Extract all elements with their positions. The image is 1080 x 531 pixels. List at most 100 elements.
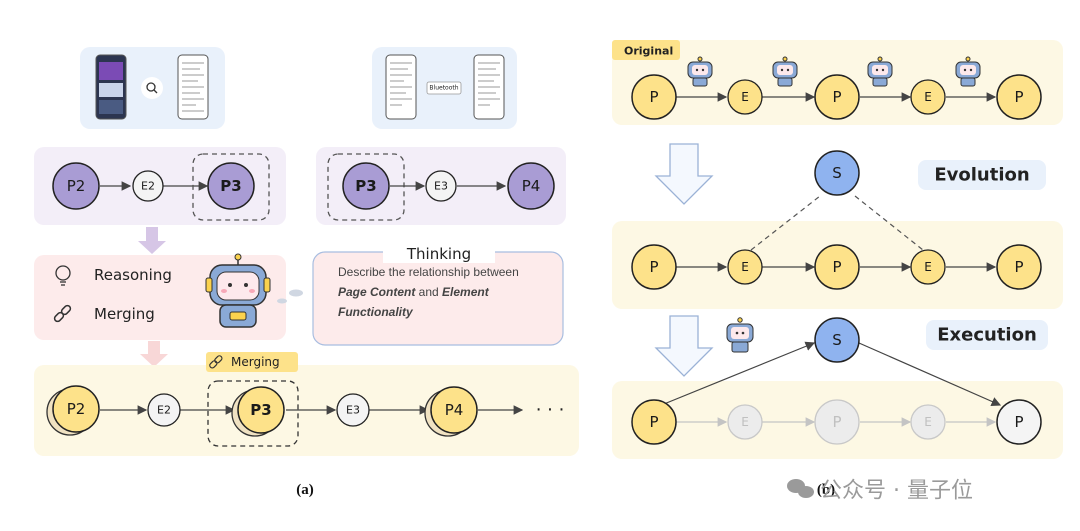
- thought-dot: [277, 298, 287, 304]
- node-p-faded: P: [814, 399, 860, 445]
- svg-text:P3: P3: [250, 401, 271, 419]
- search-box-text: Bluetooth: [429, 85, 458, 92]
- thinking-title: Thinking: [406, 245, 471, 263]
- svg-text:P: P: [649, 413, 658, 431]
- svg-text:E: E: [741, 415, 749, 429]
- reasoning-label: Reasoning: [94, 266, 172, 284]
- dashed-highlight-p3-merged: [207, 380, 299, 447]
- caption-a: (a): [296, 482, 314, 498]
- robot-icon: [726, 317, 754, 353]
- svg-text:E: E: [924, 415, 932, 429]
- thinking-line3: Functionality: [338, 305, 414, 319]
- svg-text:E: E: [741, 90, 749, 104]
- node-p3-bottom: P3: [231, 386, 285, 437]
- merging-label: Merging: [94, 305, 155, 323]
- node-p: P: [814, 74, 860, 120]
- execution-label-bg: [926, 320, 1048, 350]
- svg-text:E3: E3: [434, 180, 448, 193]
- original-tag: [612, 40, 680, 60]
- robot-icon: [955, 56, 981, 87]
- node-s: S: [814, 150, 860, 196]
- svg-text:P2: P2: [67, 400, 86, 418]
- svg-text:E3: E3: [346, 404, 360, 417]
- link-icon: [209, 355, 223, 369]
- robot-icon: [687, 56, 713, 87]
- down-arrow-pink: [140, 341, 168, 367]
- node-e2-top: E2: [132, 170, 164, 202]
- dashed-highlight-p3: [192, 153, 270, 221]
- execution-label: Execution: [937, 325, 1037, 346]
- down-arrow-purple: [138, 227, 166, 254]
- node-s: S: [814, 317, 860, 363]
- robot-icon: [205, 253, 271, 328]
- watermark-text: 公众号 · 量子位: [820, 479, 973, 504]
- svg-text:P4: P4: [445, 401, 464, 419]
- node-p: P: [996, 74, 1042, 120]
- node-p4-bottom: P4: [424, 386, 478, 437]
- dashed-highlight-p3-right: [327, 153, 405, 221]
- lightbulb-icon: [55, 265, 71, 286]
- caption-b: (b): [817, 482, 835, 498]
- thinking-line2: Page Content and Element: [338, 285, 490, 299]
- evolution-label: Evolution: [934, 165, 1029, 186]
- link-icon: [53, 304, 72, 323]
- node-p2-bottom: P2: [46, 385, 100, 436]
- node-e: E: [727, 249, 763, 285]
- node-e2-bottom: E2: [147, 393, 181, 427]
- node-p4-right: P4: [507, 162, 555, 210]
- thought-dot: [289, 289, 303, 297]
- merging-tag-label: Merging: [231, 355, 280, 369]
- search-icon: [141, 77, 163, 99]
- node-p: P: [814, 244, 860, 290]
- node-p3-right: P3: [342, 162, 390, 210]
- svg-text:P3: P3: [220, 177, 241, 195]
- down-arrow-outline: [654, 315, 714, 377]
- node-p-end: P: [996, 399, 1042, 445]
- node-p: P: [631, 399, 677, 445]
- node-e3-bottom: E3: [336, 393, 370, 427]
- node-e-faded: E: [910, 404, 946, 440]
- node-p: P: [996, 244, 1042, 290]
- node-p2-top: P2: [52, 162, 100, 210]
- node-e: E: [910, 249, 946, 285]
- svg-text:P: P: [649, 258, 658, 276]
- svg-text:P: P: [832, 258, 841, 276]
- svg-text:E: E: [741, 260, 749, 274]
- svg-text:S: S: [832, 164, 842, 182]
- svg-text:P: P: [1014, 88, 1023, 106]
- wechat-icon: [787, 479, 814, 498]
- robot-icon: [772, 56, 798, 87]
- svg-text:P: P: [1014, 258, 1023, 276]
- node-p3-top: P3: [207, 162, 255, 210]
- screenshot-box-left: [80, 47, 225, 129]
- search-box: [426, 81, 462, 95]
- svg-text:E2: E2: [141, 180, 155, 193]
- evolution-label-bg: [918, 160, 1046, 190]
- thinking-title-bg: [383, 243, 495, 263]
- node-p: P: [631, 74, 677, 120]
- screenshot-box-right: Bluetooth: [372, 47, 517, 129]
- merging-tag: [206, 352, 298, 372]
- robot-icon: [867, 56, 893, 87]
- svg-text:E: E: [924, 260, 932, 274]
- svg-text:P: P: [832, 88, 841, 106]
- svg-text:E: E: [924, 90, 932, 104]
- original-tag-label: Original: [624, 45, 673, 58]
- svg-text:P: P: [832, 413, 841, 431]
- ellipsis: · · ·: [536, 400, 565, 421]
- svg-text:P4: P4: [522, 177, 541, 195]
- node-e: E: [910, 79, 946, 115]
- svg-text:P2: P2: [67, 177, 86, 195]
- svg-text:E2: E2: [157, 404, 171, 417]
- down-arrow-outline: [654, 143, 714, 205]
- svg-text:S: S: [832, 331, 842, 349]
- node-e: E: [727, 79, 763, 115]
- node-p: P: [631, 244, 677, 290]
- node-e-faded: E: [727, 404, 763, 440]
- svg-text:P3: P3: [355, 177, 376, 195]
- node-e3-right: E3: [425, 170, 457, 202]
- thinking-line1: Describe the relationship between: [338, 265, 519, 279]
- svg-text:P: P: [1014, 413, 1023, 431]
- svg-text:P: P: [649, 88, 658, 106]
